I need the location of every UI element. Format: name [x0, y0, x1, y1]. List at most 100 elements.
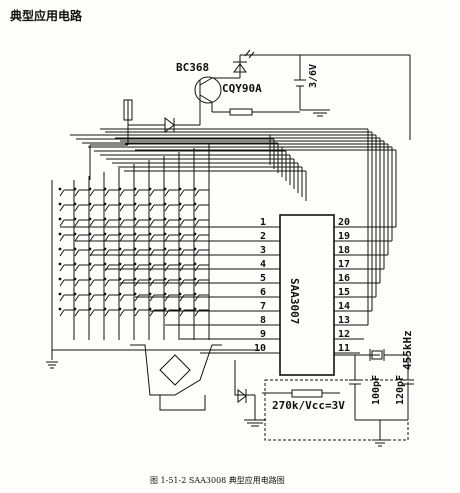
matrix-node [58, 217, 62, 221]
ic-pin-left-9: 9 [260, 329, 267, 340]
ic-pin-left-8: 8 [260, 315, 267, 326]
matrix-switch [134, 264, 140, 272]
matrix-switch [194, 189, 200, 197]
ic-pin-left-3: 3 [260, 245, 267, 256]
matrix-switch [89, 309, 95, 317]
matrix-switch [74, 279, 80, 287]
matrix-switch [134, 189, 140, 197]
ic-pin-right-11: 11 [338, 343, 351, 354]
matrix-switch [164, 294, 170, 302]
matrix-switch [89, 279, 95, 287]
matrix-switch [119, 219, 125, 227]
matrix-node [58, 292, 62, 296]
matrix-switch [194, 294, 200, 302]
matrix-switch [74, 294, 80, 302]
matrix-switch [89, 264, 95, 272]
resistor-label: 270k/Vcc=3V [272, 399, 345, 412]
matrix-switch [59, 204, 65, 212]
led-triangle [233, 63, 247, 73]
matrix-switch [59, 189, 65, 197]
ic-pin-right-14: 14 [338, 301, 351, 312]
matrix-switch [119, 234, 125, 242]
ic-pin-right-12: 12 [338, 329, 351, 340]
matrix-node [58, 247, 62, 251]
matrix-switch [134, 294, 140, 302]
ic-pin-left-5: 5 [260, 273, 267, 284]
switch-diamond [159, 354, 191, 386]
matrix-switch [194, 219, 200, 227]
matrix-switch [149, 219, 155, 227]
ic-pin-left-2: 2 [260, 231, 267, 242]
matrix-node [58, 202, 62, 206]
matrix-switch [104, 204, 110, 212]
matrix-switch [149, 189, 155, 197]
ic-pin-right-20: 20 [338, 217, 351, 228]
matrix-switch [89, 234, 95, 242]
matrix-switch [104, 279, 110, 287]
crystal-label: 455kHz [401, 330, 414, 370]
matrix-switch [104, 189, 110, 197]
matrix-switch [179, 294, 185, 302]
matrix-switch [179, 204, 185, 212]
matrix-switch [59, 249, 65, 257]
matrix-switch [104, 264, 110, 272]
ic-pin-left-6: 6 [260, 287, 267, 298]
matrix-switch [119, 204, 125, 212]
transistor-body [194, 76, 222, 104]
matrix-node [58, 262, 62, 266]
matrix-node [58, 277, 62, 281]
matrix-node [58, 232, 62, 236]
ic-body [279, 214, 335, 376]
ic-pin-right-16: 16 [338, 273, 351, 284]
ic-pin-left-10: 10 [254, 343, 267, 354]
matrix-switch [74, 234, 80, 242]
matrix-switch [104, 294, 110, 302]
resistor-270k [291, 389, 323, 398]
matrix-switch [104, 219, 110, 227]
matrix-switch [134, 204, 140, 212]
matrix-switch [194, 234, 200, 242]
cap2-label: 120pF [395, 374, 406, 405]
transistor-label: BC368 [176, 61, 210, 74]
matrix-switch [179, 219, 185, 227]
matrix-switch [149, 264, 155, 272]
ic-pin-right-19: 19 [338, 231, 351, 242]
matrix-switch [89, 219, 95, 227]
matrix-switch [194, 264, 200, 272]
matrix-switch [149, 204, 155, 212]
transistor-emitter [199, 94, 213, 103]
matrix-switch [59, 234, 65, 242]
matrix-switch [59, 264, 65, 272]
matrix-switch [59, 309, 65, 317]
matrix-switch [179, 264, 185, 272]
matrix-switch [164, 189, 170, 197]
matrix-switch [74, 264, 80, 272]
matrix-switch [74, 219, 80, 227]
matrix-switch [74, 249, 80, 257]
ic-pin-left-1: 1 [260, 217, 267, 228]
matrix-switch [59, 219, 65, 227]
matrix-switch [134, 219, 140, 227]
matrix-switch [149, 294, 155, 302]
mode-switch-net [130, 344, 222, 396]
matrix-switch [164, 204, 170, 212]
matrix-switch [59, 279, 65, 287]
matrix-node [58, 187, 62, 191]
ic-pin-left-7: 7 [260, 301, 267, 312]
diode-bottom [237, 389, 247, 403]
matrix-switch [149, 234, 155, 242]
matrix-switch [89, 294, 95, 302]
matrix-switch [164, 219, 170, 227]
ic-name: SAA3007 [288, 278, 301, 325]
matrix-switch [164, 234, 170, 242]
matrix-switch [74, 309, 80, 317]
matrix-switch [74, 189, 80, 197]
ic-pin-left-4: 4 [260, 259, 267, 270]
figure-caption: 图 1-51-2 SAA3008 典型应用电路图 [150, 476, 285, 485]
ic-pin-right-18: 18 [338, 245, 351, 256]
matrix-switch [179, 189, 185, 197]
matrix-switch [164, 264, 170, 272]
matrix-switch [134, 234, 140, 242]
